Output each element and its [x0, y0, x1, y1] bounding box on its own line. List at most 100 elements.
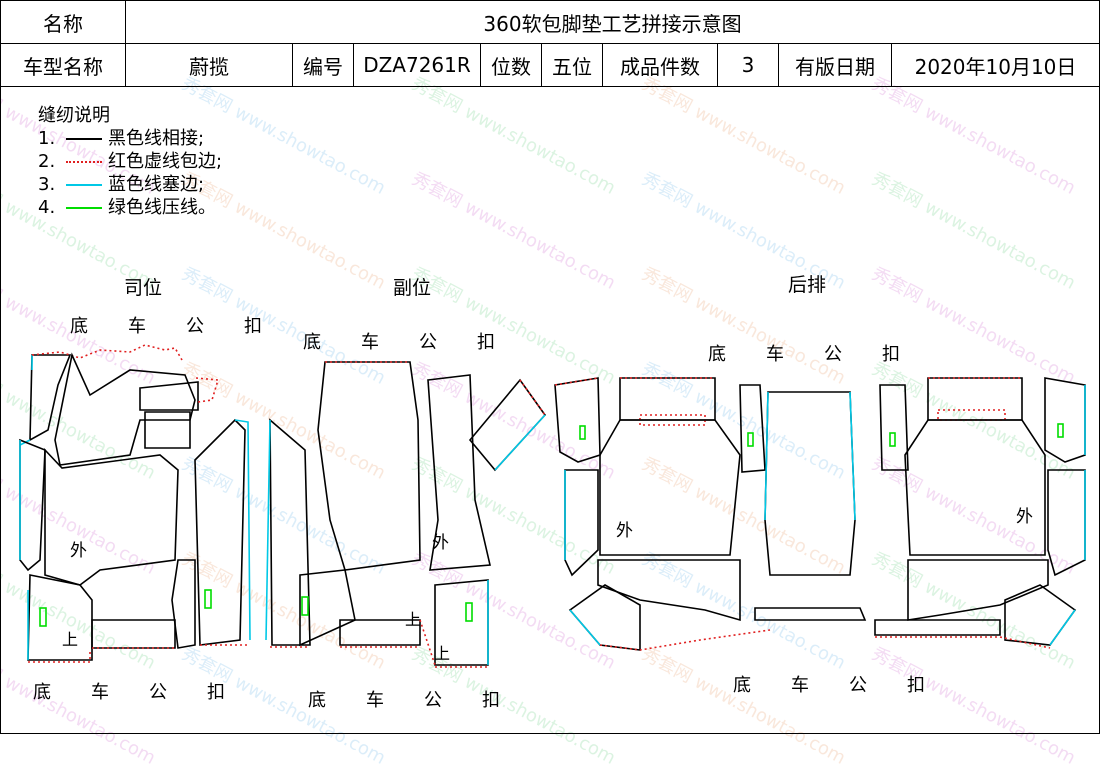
- rear-right-bucket-red: [937, 409, 1006, 421]
- section-rear: 后排: [788, 274, 827, 296]
- red-dotted-swatch: [66, 160, 102, 163]
- rear-green-mark-2: [747, 432, 754, 447]
- rear-right-top-piece: [1044, 377, 1086, 463]
- driver-bottom-red: [28, 650, 91, 663]
- rear-left-outer-mark: 外: [616, 521, 633, 541]
- legend-num: 1.: [38, 128, 56, 149]
- rear-left-center-top: [619, 377, 716, 421]
- driver-main-panel: [44, 447, 179, 586]
- legend-item-cyan: 3. 蓝色线塞边;: [38, 173, 222, 196]
- driver-bottom-buckle: 底车公扣: [33, 678, 233, 704]
- passenger-center-panel: [317, 361, 421, 571]
- driver-green-mark-1: [39, 607, 47, 627]
- rear-left-arc-cyan: [569, 609, 601, 646]
- passenger-right-arm-cyan: [494, 414, 546, 471]
- driver-bottom-left: [27, 574, 93, 661]
- rear-left-main: [599, 419, 741, 556]
- buckle-char: 扣: [477, 332, 495, 353]
- black-line-swatch: [66, 137, 102, 140]
- rear-left-bucket-red: [639, 414, 706, 426]
- pattern-diagram: [19, 344, 1086, 668]
- rear-left-wing: [564, 469, 599, 577]
- rear-right-center-top: [927, 377, 1023, 421]
- passenger-up-mark-2: 上: [434, 644, 451, 663]
- passenger-left-tall: [269, 418, 311, 646]
- driver-outer-mark: 外: [70, 541, 87, 561]
- passenger-outer-mark: 外: [432, 533, 449, 553]
- driver-tall-right-cyan: [234, 419, 251, 641]
- rear-left-bottom-red: [599, 629, 771, 651]
- rear-right-main: [904, 419, 1046, 556]
- buckle-char: 公: [424, 690, 442, 711]
- legend-text: 绿色线压线。: [108, 197, 216, 218]
- seats-value: 五位: [541, 43, 603, 87]
- pieces-value: 3: [717, 43, 779, 87]
- legend-num: 2.: [38, 151, 56, 172]
- rear-right-outer-mark: 外: [1016, 507, 1033, 527]
- code-value: DZA7261R: [353, 43, 481, 87]
- rear-right-bottom-red: [875, 636, 1051, 649]
- driver-left-strip: [19, 438, 46, 572]
- legend-num: 3.: [38, 174, 56, 195]
- passenger-green-mark-2: [465, 602, 473, 622]
- buckle-char: 底: [708, 344, 726, 365]
- buckle-char: 车: [361, 332, 379, 353]
- rear-patterns: [554, 377, 1086, 651]
- date-label: 有版日期: [778, 43, 892, 87]
- buckle-char: 底: [33, 682, 51, 703]
- rear-left-arc: [568, 584, 641, 651]
- rear-green-mark-3: [889, 432, 896, 447]
- driver-top-buckle: 底车公扣: [70, 312, 270, 338]
- buckle-char: 车: [128, 316, 146, 337]
- rear-right-wing: [1047, 469, 1086, 577]
- legend-item-red: 2. 红色虚线包边;: [38, 150, 222, 173]
- buckle-char: 底: [303, 332, 321, 353]
- section-passenger: 副位: [393, 277, 432, 299]
- buckle-char: 公: [419, 332, 437, 353]
- buckle-char: 公: [186, 316, 204, 337]
- rear-right-bottom-strip: [874, 619, 1001, 636]
- rear-green-mark-1: [579, 425, 586, 440]
- driver-bottom-strip: [91, 619, 176, 649]
- driver-side-top-piece: [29, 354, 72, 442]
- buckle-char: 底: [733, 675, 751, 696]
- rear-center-tunnel: [764, 391, 856, 576]
- rear-right-column: [879, 384, 909, 471]
- passenger-bottom-strip: [339, 619, 421, 646]
- passenger-right-bottom: [434, 579, 489, 666]
- driver-patterns: [19, 344, 251, 663]
- rear-center-tunnel-cyan: [764, 391, 856, 521]
- rear-bottom-buckle: 底车公扣: [733, 671, 933, 697]
- driver-up-mark: 上: [62, 630, 79, 649]
- buckle-char: 公: [149, 682, 167, 703]
- sewing-legend: 缝纫说明 1. 黑色线相接; 2. 红色虚线包边; 3. 蓝色线塞边; 4. 绿…: [38, 104, 222, 219]
- passenger-top-buckle: 底车公扣: [303, 328, 503, 354]
- buckle-char: 扣: [207, 682, 225, 703]
- buckle-char: 公: [824, 344, 842, 365]
- passenger-right-panel: [427, 374, 491, 571]
- buckle-char: 底: [308, 690, 326, 711]
- drawing-title: 360软包脚垫工艺拼接示意图: [125, 0, 1100, 44]
- rear-left-top-red: [554, 377, 599, 386]
- driver-green-mark-2: [204, 589, 212, 609]
- passenger-right-arm-red: [519, 379, 546, 416]
- passenger-bottom-buckle: 底车公扣: [308, 686, 508, 712]
- buckle-char: 扣: [882, 344, 900, 365]
- driver-right-piece: [171, 559, 196, 649]
- passenger-green-mark-1: [301, 596, 309, 616]
- driver-right-flap: [195, 377, 220, 403]
- cyan-line-swatch: [66, 183, 102, 186]
- driver-pedal-block: [139, 381, 199, 449]
- section-driver: 司位: [124, 277, 163, 299]
- rear-left-column: [739, 384, 766, 473]
- date-value: 2020年10月10日: [891, 43, 1100, 87]
- buckle-char: 底: [70, 316, 88, 337]
- seats-label: 位数: [480, 43, 542, 87]
- pieces-label: 成品件数: [602, 43, 718, 87]
- buckle-char: 扣: [907, 675, 925, 696]
- buckle-char: 扣: [482, 690, 500, 711]
- passenger-patterns: [265, 361, 547, 668]
- rear-right-arc: [1004, 584, 1077, 646]
- rear-top-buckle: 底车公扣: [708, 340, 908, 366]
- rear-left-top-piece: [554, 377, 601, 463]
